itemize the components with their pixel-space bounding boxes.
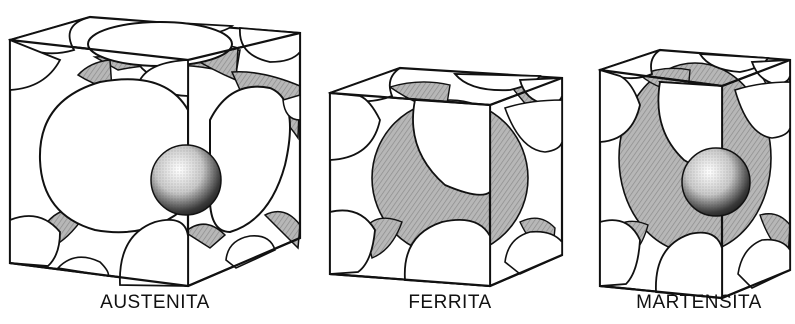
austenite-top-face-atom — [88, 22, 232, 66]
martensite-cell — [600, 50, 790, 298]
martensite-label: MARTENSITA — [636, 292, 762, 314]
austenite-cell — [10, 17, 300, 286]
austenite-right-face-atom — [210, 87, 290, 232]
ferrite-label: FERRITA — [408, 292, 491, 314]
austenite-label: AUSTENITA — [100, 292, 210, 314]
ferrite-cell — [330, 68, 562, 286]
